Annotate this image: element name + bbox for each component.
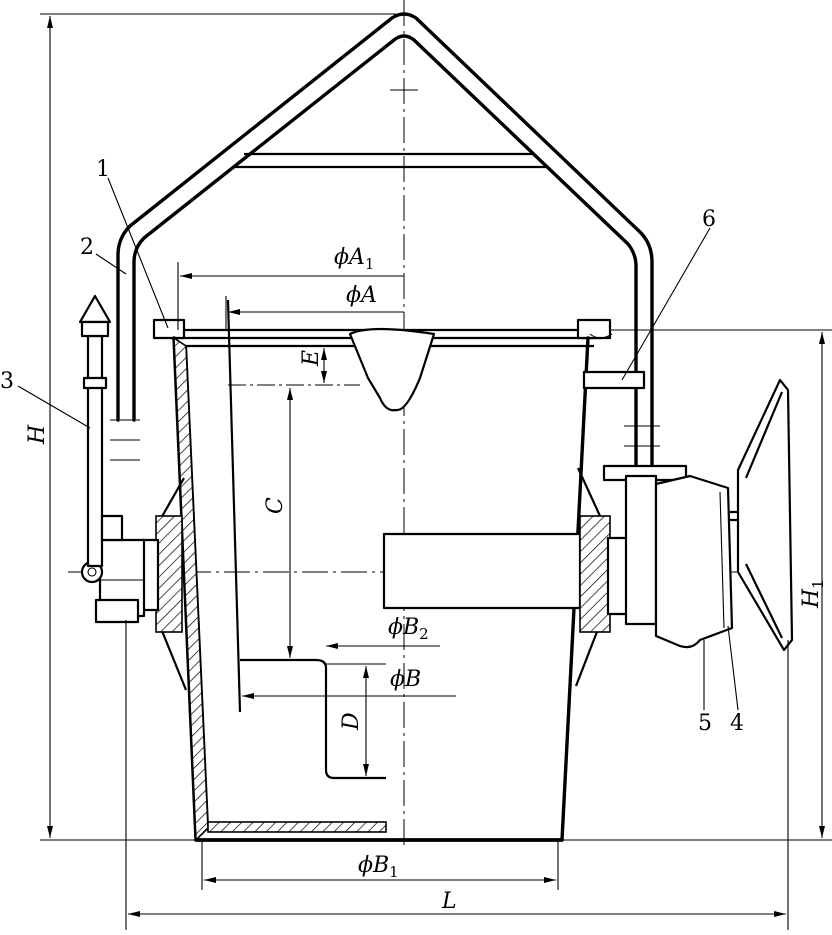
- dimension-lines: [40, 13, 832, 930]
- leader-lines: [17, 177, 739, 711]
- tipping-lever: [78, 294, 140, 568]
- dim-A-label: ϕA: [346, 283, 377, 308]
- dim-E-label: E: [299, 350, 324, 367]
- center-lines: [68, 0, 760, 850]
- rim-bracket-right: [576, 318, 612, 340]
- part-label-6: 6: [702, 207, 716, 232]
- part-label-1: 1: [96, 157, 110, 182]
- dim-B2-label: ϕB2: [388, 615, 429, 643]
- trunnion-shaft: [382, 532, 582, 610]
- bail-stop: [582, 370, 646, 390]
- dim-H1-label: H1: [799, 579, 827, 609]
- dim-L-label: L: [441, 889, 457, 914]
- handwheel: [736, 378, 794, 652]
- bottom-lining: [207, 821, 387, 833]
- dimension-labels: H H1 L ϕB1 ϕA1 ϕA E C ϕB2 ϕB D: [25, 245, 827, 914]
- part-label-2: 2: [80, 235, 94, 260]
- dim-C-label: C: [263, 497, 288, 514]
- right-trunnion-collar: [579, 515, 611, 633]
- dim-B1-label: ϕB1: [358, 853, 399, 881]
- left-trunnion-collar: [155, 515, 183, 633]
- dim-D-label: D: [339, 712, 364, 731]
- left-trunnion-assembly: [80, 515, 183, 633]
- dim-H-label: H: [25, 424, 50, 445]
- rim-bracket-left: [152, 318, 186, 340]
- part-label-5: 5: [698, 711, 712, 736]
- part-labels: 1 2 3 4 5 6: [0, 157, 744, 736]
- right-drive-assembly: [579, 370, 794, 652]
- part-label-3: 3: [0, 369, 14, 394]
- gearbox: [654, 474, 734, 649]
- ladle-body: [152, 299, 613, 842]
- pour-spout: [348, 327, 436, 412]
- part-label-4: 4: [730, 711, 744, 736]
- dim-A1-label: ϕA1: [334, 245, 374, 273]
- dim-B-label: ϕB: [390, 667, 421, 692]
- lifting-bail: [116, 12, 654, 472]
